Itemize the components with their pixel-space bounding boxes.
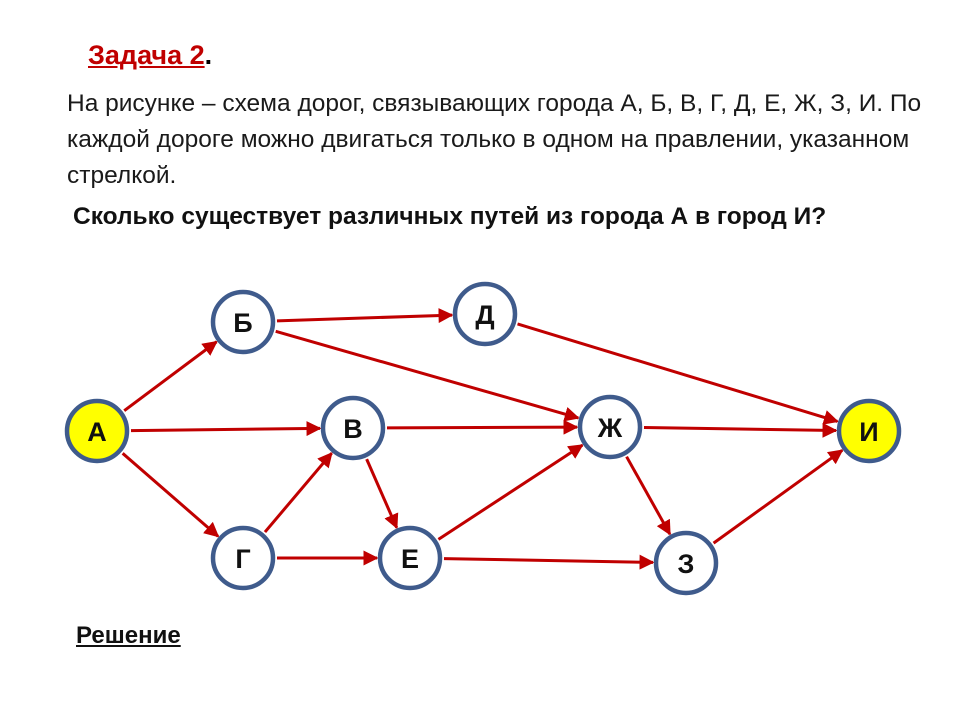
node-circle — [377, 525, 443, 591]
edge-v-e — [365, 458, 399, 530]
edge-d-i — [517, 322, 839, 425]
node-circle — [64, 398, 130, 464]
edge-zh-i — [643, 422, 838, 438]
node-circle — [836, 398, 902, 464]
nodes-layer: А Б В Г Д Е Ж З И — [64, 281, 902, 596]
node-circle — [210, 525, 276, 591]
node-zh: Ж — [577, 394, 643, 460]
node-circle — [452, 281, 518, 347]
node-circle — [653, 530, 719, 596]
node-d: Д — [452, 281, 518, 347]
node-label: Д — [475, 300, 494, 330]
node-label: В — [343, 414, 363, 444]
edge-g-v — [263, 452, 333, 534]
edge-z-i — [712, 449, 844, 545]
node-circle — [577, 394, 643, 460]
node-a: А — [64, 398, 130, 464]
edge-b-zh — [275, 329, 580, 422]
question-text: Сколько существует различных путей из го… — [73, 203, 827, 230]
task-title-text: Задача 2 — [88, 40, 205, 70]
node-label: Б — [233, 308, 252, 338]
node-label: Е — [401, 544, 419, 574]
solution-link[interactable]: Решение — [76, 622, 181, 649]
node-z: З — [653, 530, 719, 596]
edge-a-g — [121, 452, 220, 538]
edge-e-z — [443, 554, 655, 570]
task-title: Задача 2. — [88, 40, 212, 71]
task-title-suffix: . — [204, 40, 213, 70]
node-i: И — [836, 398, 902, 464]
node-label: А — [87, 417, 107, 447]
edges-layer — [121, 308, 844, 570]
node-v: В — [320, 395, 386, 461]
node-e: Е — [377, 525, 443, 591]
edge-a-v — [130, 421, 322, 437]
edge-b-d — [276, 308, 454, 324]
node-label: З — [678, 549, 695, 579]
node-g: Г — [210, 525, 276, 591]
node-circle — [320, 395, 386, 461]
edge-a-b — [123, 340, 218, 412]
node-circle — [210, 289, 276, 355]
edge-v-zh — [386, 419, 579, 435]
node-label: Ж — [597, 413, 623, 443]
edge-e-zh — [437, 443, 584, 541]
node-label: Г — [235, 544, 250, 574]
node-label: И — [859, 417, 878, 447]
node-b: Б — [210, 289, 276, 355]
edge-zh-z — [625, 455, 672, 536]
problem-statement: На рисунке – схема дорог, связывающих го… — [67, 90, 922, 189]
